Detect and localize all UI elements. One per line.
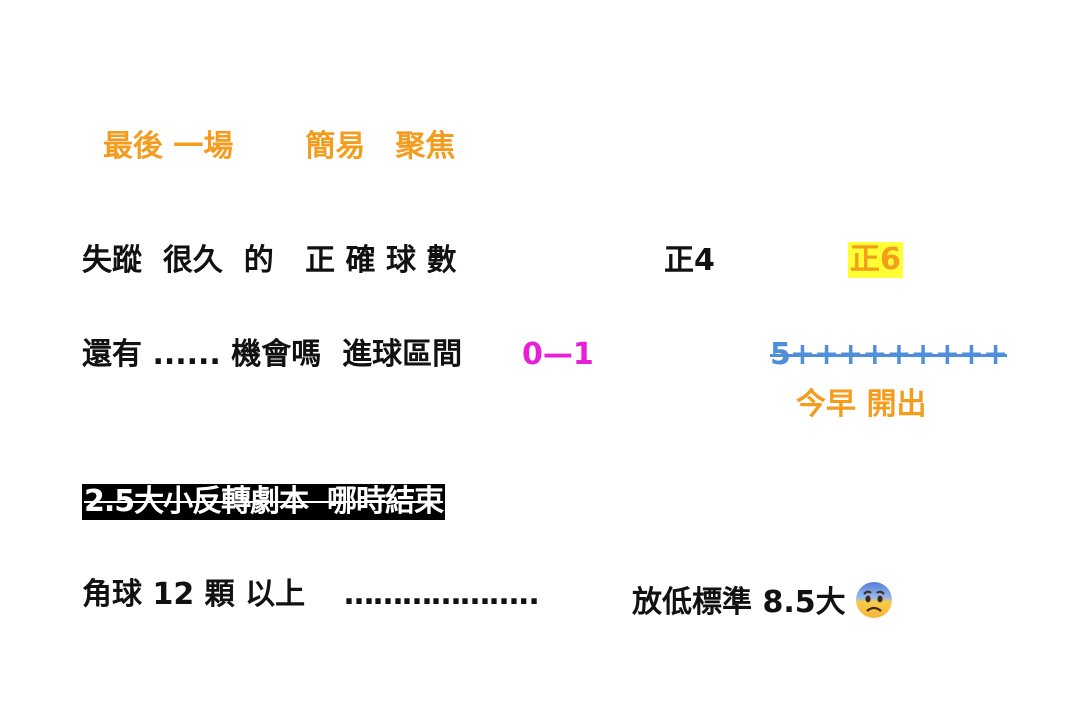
goal-range-label: 還有 ...... 機會嗎 進球區間 [82, 337, 463, 372]
ellipsis-dots: ……………….. [344, 577, 540, 612]
missing-score-label: 失蹤 很久 的 正 確 球 數 [82, 243, 457, 278]
score-value-6-highlighted: 正6 [848, 242, 903, 278]
corner-kicks-label: 角球 12 顆 以上 [82, 577, 306, 612]
header-line: 最後 一場 簡易聚焦 [82, 102, 455, 162]
lowered-standard-line: 放低標準 8.5大 [632, 580, 894, 626]
anxious-sweat-face-icon [854, 580, 894, 626]
header-subtitle: 簡易 [305, 129, 366, 164]
score-value-4: 正4 [664, 243, 715, 278]
morning-result-note: 今早 開出 [796, 387, 927, 422]
goal-range-value: 0—1 [522, 337, 594, 372]
struck-through-plus-value: 5+++++++++ [770, 337, 1008, 372]
lowered-standard-text: 放低標準 8.5大 [632, 585, 846, 620]
header-focus: 聚焦 [395, 129, 456, 164]
header-title: 最後 一場 [102, 129, 234, 164]
reversal-script-banner: 2.5大小反轉劇本 哪時結束 [82, 484, 446, 520]
